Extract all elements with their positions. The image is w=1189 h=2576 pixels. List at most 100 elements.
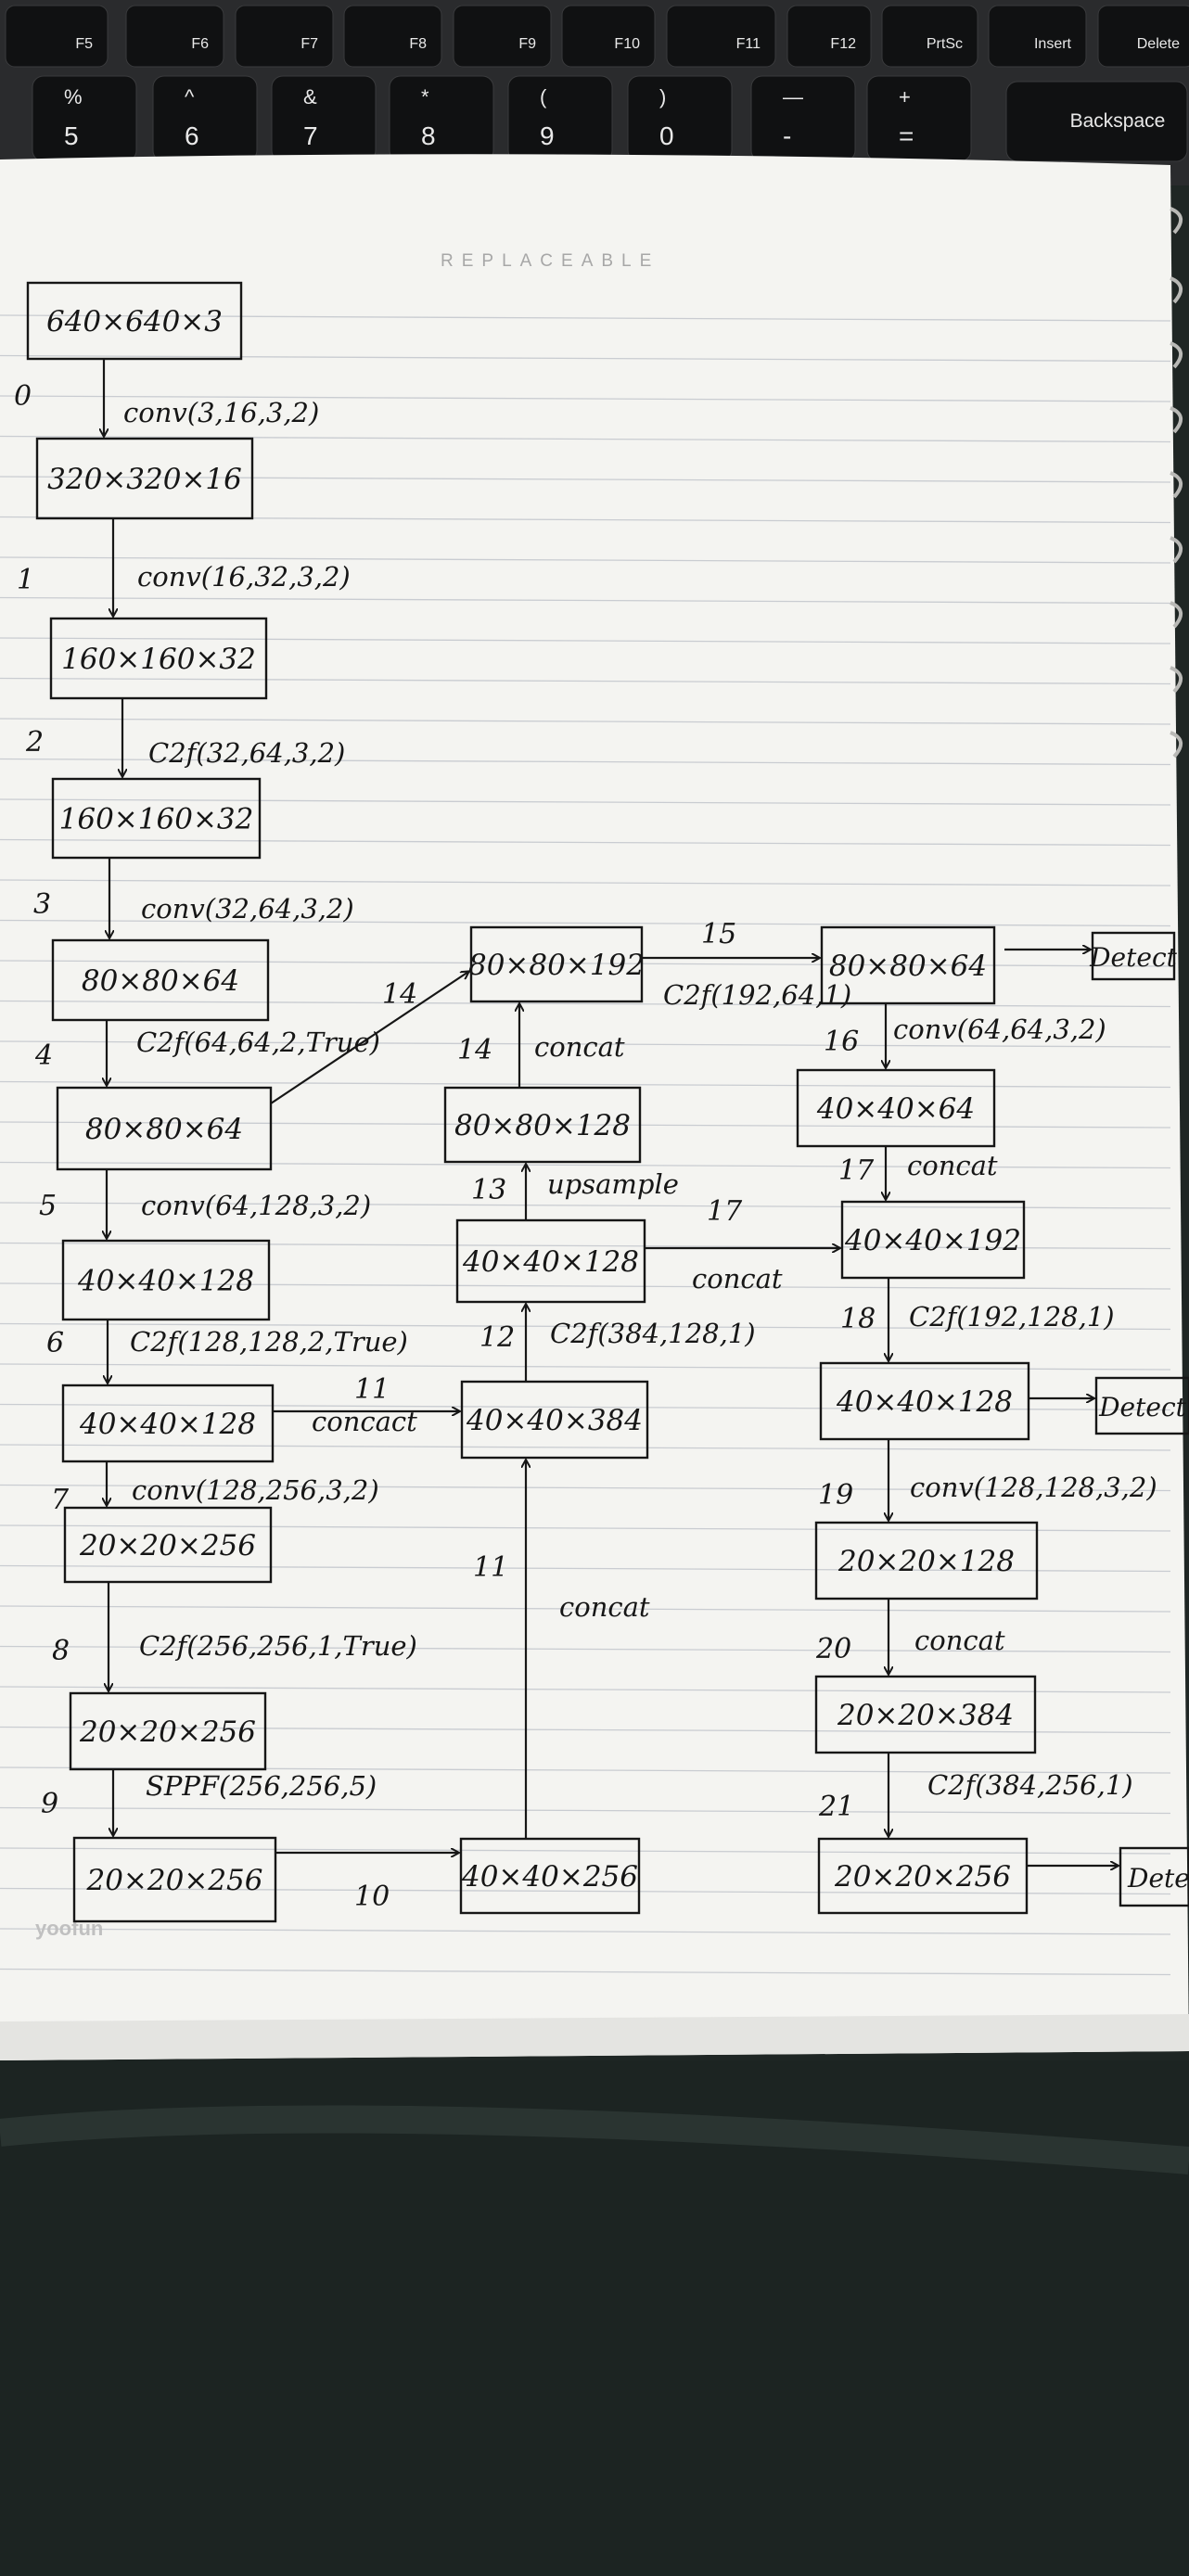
fkey-f6[interactable]: F6: [125, 5, 224, 68]
fkey-label: Delete: [1137, 36, 1180, 52]
layer-op-label: C2f(192,128,1): [909, 1301, 1115, 1333]
diagram-arrows: [104, 359, 1118, 1866]
detect-box: Detect: [1089, 931, 1178, 981]
layer-op-label: concat: [534, 1031, 625, 1063]
numkey-7[interactable]: +=: [866, 75, 972, 162]
tensor-box-b2: 160×160×32: [51, 777, 262, 860]
fkey-label: F12: [830, 36, 856, 52]
layer-op-label: concat: [907, 1150, 998, 1181]
tensor-box-r17: 40×40×192: [840, 1200, 1026, 1280]
tensor-shape-label: 40×40×128: [77, 1265, 254, 1298]
detect-label: Detect: [1089, 942, 1178, 973]
tensor-shape-label: 20×20×256: [834, 1860, 1011, 1894]
binder-rings: [1170, 207, 1183, 759]
backspace-key[interactable]: Backspace: [1005, 81, 1188, 162]
number-key-row: %5^6&7*8(9)0—-+=: [32, 75, 972, 162]
fkey-label: Insert: [1034, 36, 1072, 52]
replaceable-header: REPLACEABLE: [441, 251, 659, 271]
tensor-shape-label: 640×640×3: [46, 305, 223, 338]
layer-index-label: 14: [457, 1034, 492, 1066]
numkey-1[interactable]: ^6: [152, 75, 258, 162]
layer-op-label: C2f(384,256,1): [927, 1769, 1133, 1801]
layer-op-label: concact: [312, 1406, 417, 1437]
tensor-box-b0: 320×320×16: [35, 437, 254, 520]
numkey-top-label: ^: [185, 85, 195, 108]
tensor-box-r19: 20×20×128: [814, 1521, 1039, 1600]
backspace-label: Backspace: [1070, 110, 1166, 132]
fkey-f5[interactable]: F5: [5, 5, 109, 68]
numkey-bottom-label: -: [783, 121, 791, 150]
tensor-box-b_in: 640×640×3: [26, 281, 243, 361]
yoofun-brand: yoofun: [35, 1917, 103, 1940]
fkey-f11[interactable]: F11: [666, 5, 776, 68]
fkey-prtsc[interactable]: PrtSc: [881, 5, 978, 68]
tensor-box-b1: 160×160×32: [49, 617, 268, 700]
fkey-label: F5: [75, 36, 93, 52]
fkey-insert[interactable]: Insert: [988, 5, 1087, 68]
layer-index-label: 19: [818, 1479, 853, 1511]
numkey-3[interactable]: *8: [389, 75, 494, 162]
layer-op-label: C2f(192,64,1): [663, 979, 851, 1011]
diagram-labels: conv(3,16,3,2)conv(16,32,3,2)C2f(32,64,3…: [14, 380, 1157, 1913]
tensor-shape-label: 40×40×384: [466, 1404, 643, 1437]
fkey-label: F11: [736, 36, 761, 52]
tensor-box-m14: 80×80×192: [468, 925, 645, 1003]
tensor-box-b5: 40×40×128: [61, 1239, 271, 1321]
layer-op-label: C2f(32,64,3,2): [148, 737, 345, 769]
tensor-shape-label: 80×80×192: [468, 949, 645, 982]
tensor-box-b7: 20×20×256: [63, 1506, 273, 1584]
layer-op-label: conv(32,64,3,2): [141, 893, 354, 925]
layer-op-label: C2f(384,128,1): [550, 1318, 756, 1349]
layer-op-label: conv(128,128,3,2): [910, 1472, 1157, 1503]
tensor-shape-label: 40×40×128: [836, 1385, 1013, 1419]
fkey-label: PrtSc: [927, 36, 963, 52]
tensor-shape-label: 80×80×128: [454, 1109, 631, 1142]
fkey-label: F8: [409, 36, 427, 52]
layer-index-label: 7: [51, 1484, 70, 1516]
layer-index-label: 1: [17, 564, 34, 596]
numkey-bottom-label: 9: [540, 121, 555, 150]
fkey-f8[interactable]: F8: [343, 5, 442, 68]
numkey-bottom-label: =: [899, 121, 914, 150]
numkey-0[interactable]: %5: [32, 75, 137, 162]
layer-op-label: concat: [692, 1263, 783, 1294]
fabric-fold: [0, 2105, 1189, 2174]
numkey-top-label: —: [783, 85, 803, 108]
layer-op-label: C2f(256,256,1,True): [139, 1630, 417, 1662]
tensor-shape-label: 20×20×384: [837, 1699, 1014, 1732]
tensor-box-r15: 80×80×64: [820, 925, 996, 1005]
numkey-2[interactable]: &7: [271, 75, 377, 162]
tensor-box-r18: 40×40×128: [819, 1361, 1030, 1441]
fkey-label: F9: [518, 36, 536, 52]
layer-index-label: 20: [815, 1633, 851, 1665]
layer-index-label: 15: [701, 918, 736, 950]
numkey-6[interactable]: —-: [750, 75, 856, 162]
numkey-top-label: ): [659, 85, 666, 108]
fkey-delete[interactable]: Delete: [1097, 5, 1189, 68]
layer-index-label: 14: [382, 978, 417, 1011]
tensor-shape-label: 20×20×128: [837, 1545, 1015, 1578]
detect-box: Detect: [1094, 1376, 1189, 1435]
tensor-shape-label: 160×160×32: [59, 803, 254, 836]
fkey-f12[interactable]: F12: [786, 5, 872, 68]
tensor-shape-label: 20×20×256: [85, 1864, 262, 1897]
layer-index-label: 5: [39, 1190, 57, 1222]
numkey-bottom-label: 0: [659, 121, 674, 150]
layer-index-label: 6: [46, 1327, 64, 1359]
layer-op-label: conv(64,64,3,2): [893, 1014, 1106, 1045]
layer-op-label: C2f(64,64,2,True): [136, 1027, 380, 1058]
layer-op-label: conv(128,256,3,2): [132, 1474, 379, 1506]
tensor-box-b4: 80×80×64: [56, 1086, 273, 1171]
layer-index-label: 13: [471, 1174, 506, 1206]
fkey-f9[interactable]: F9: [453, 5, 552, 68]
fkey-f7[interactable]: F7: [235, 5, 334, 68]
fkey-f10[interactable]: F10: [561, 5, 656, 68]
tensor-shape-label: 40×40×192: [844, 1224, 1021, 1257]
numkey-4[interactable]: (9: [507, 75, 613, 162]
layer-index-label: 4: [34, 1039, 53, 1072]
numkey-5[interactable]: )0: [627, 75, 733, 162]
tensor-shape-label: 40×40×128: [79, 1408, 256, 1441]
